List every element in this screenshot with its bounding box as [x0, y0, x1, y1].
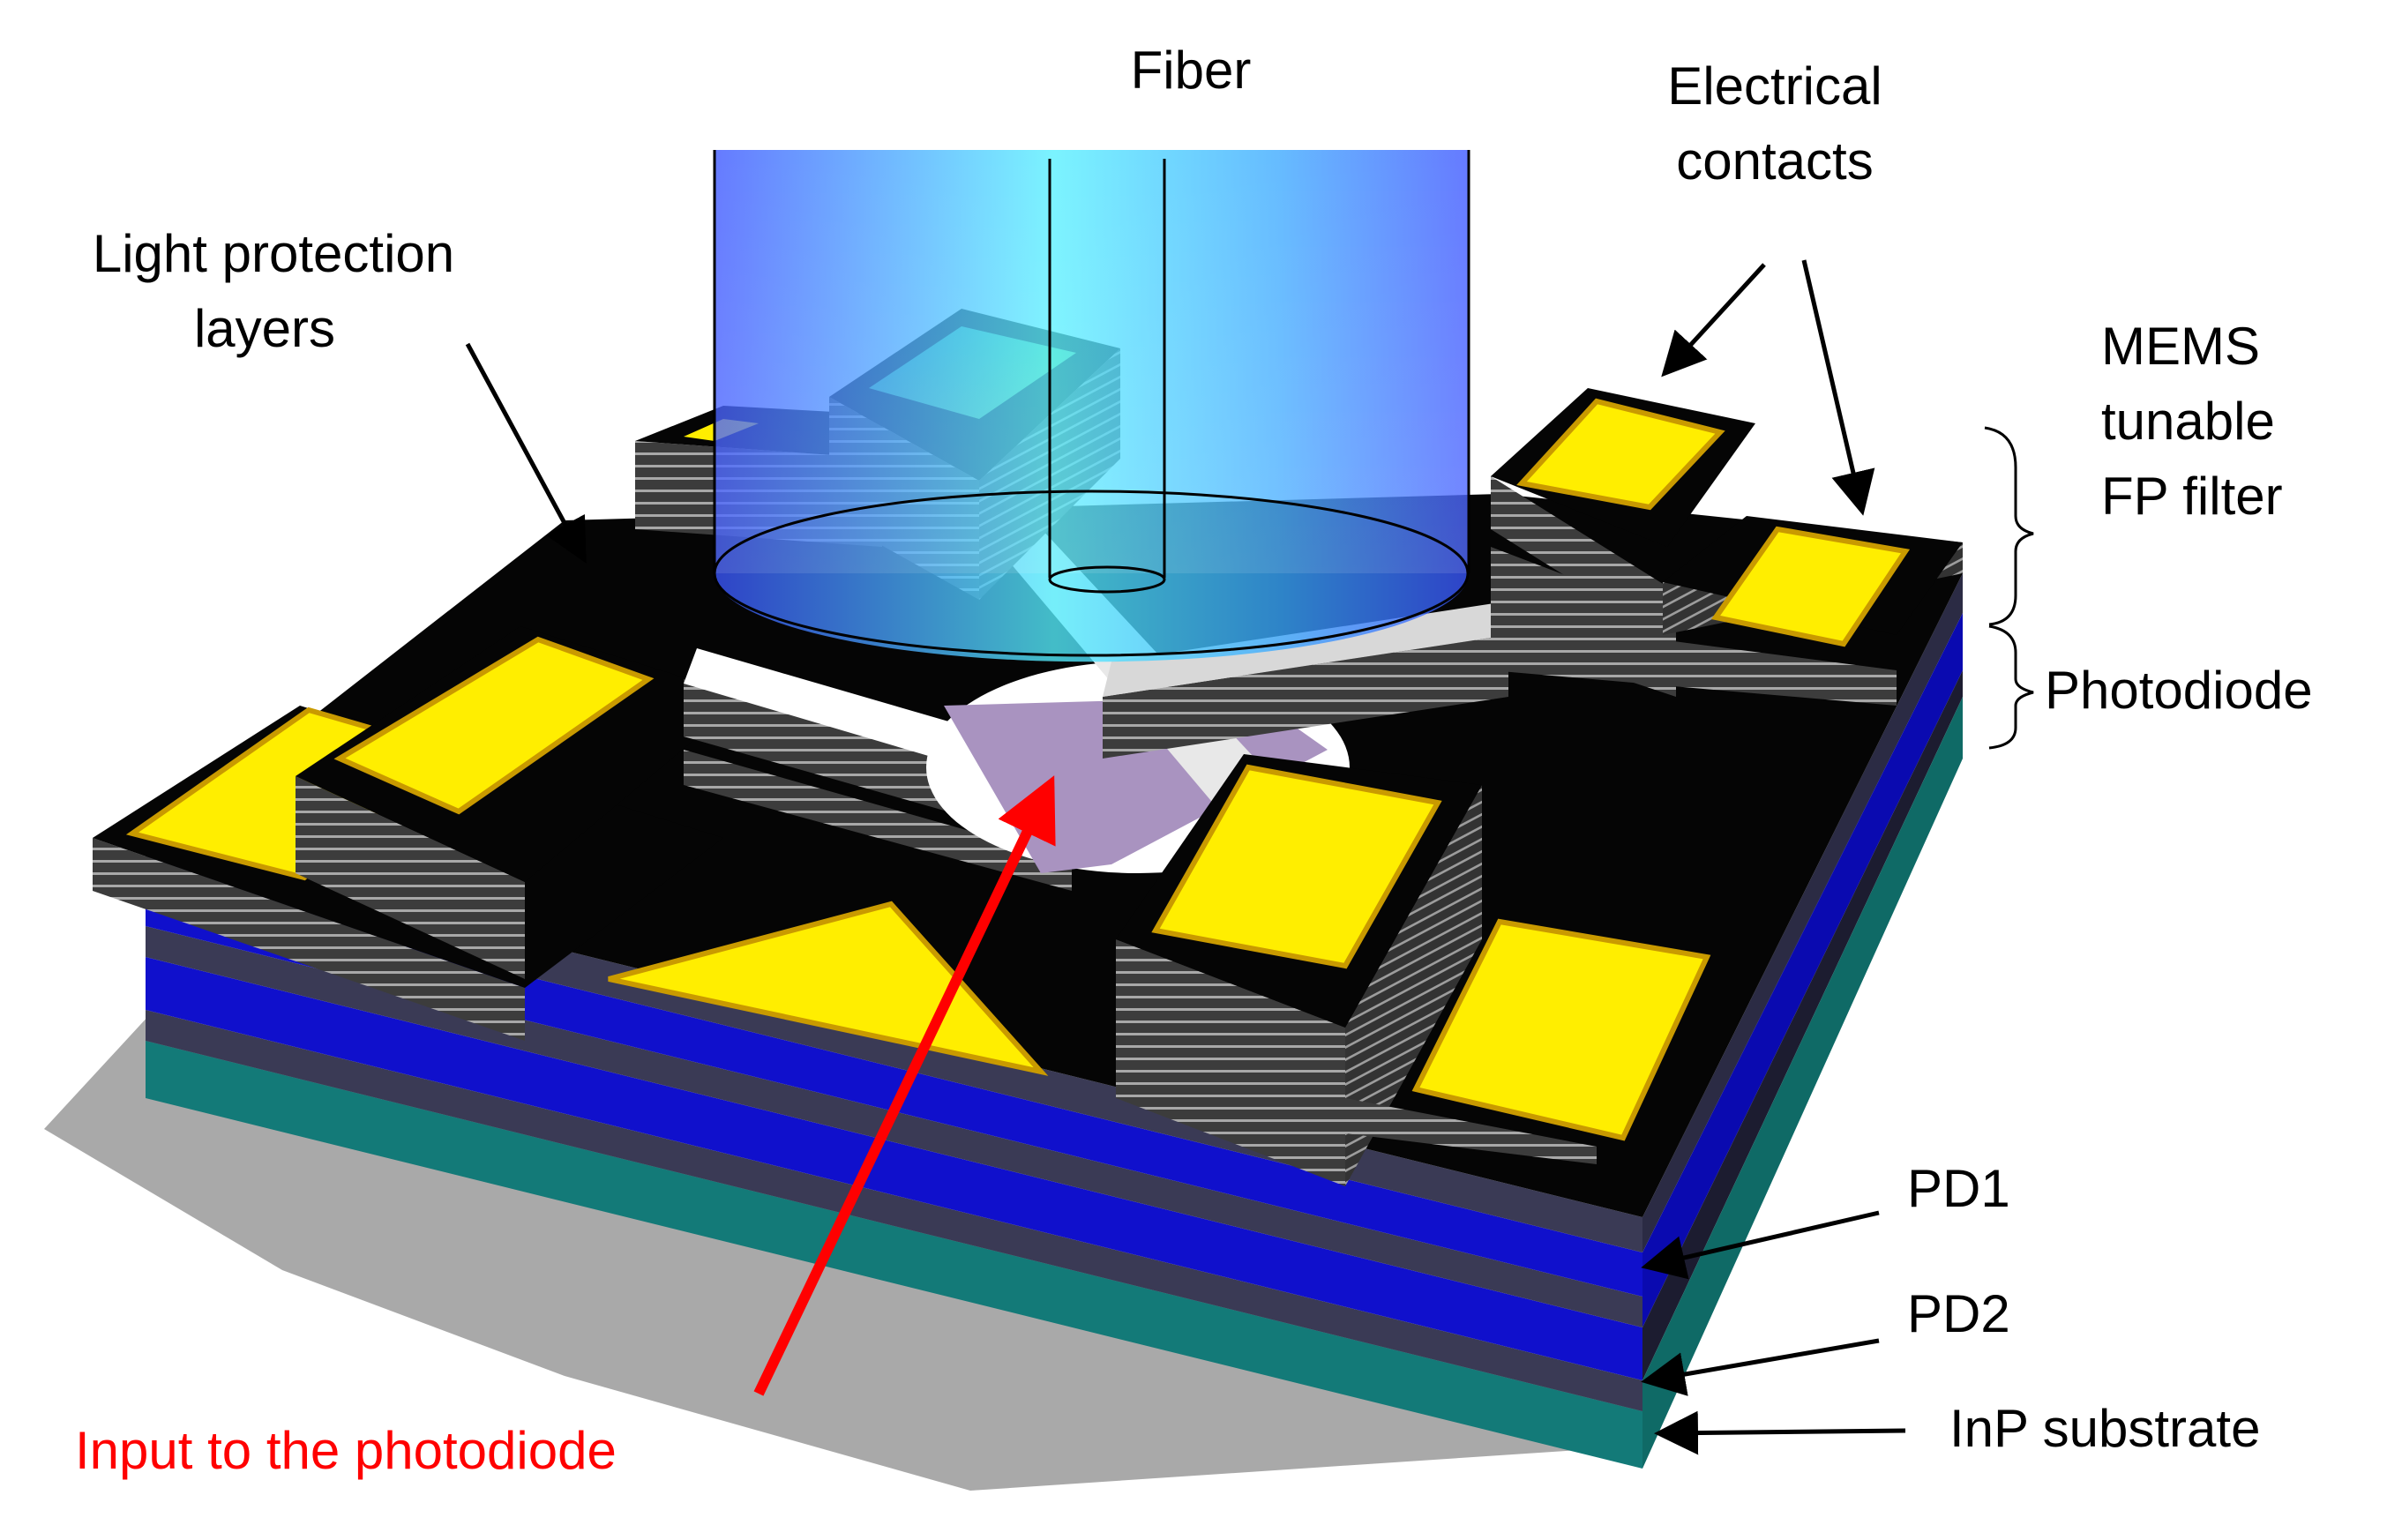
label-electrical-line1: Electrical — [1667, 56, 1882, 116]
label-input: Input to the photodiode — [75, 1421, 617, 1480]
pd2-layer — [146, 957, 1642, 1380]
label-electrical-line2: contacts — [1676, 131, 1873, 191]
stack-left-front — [93, 626, 745, 1041]
label-pd2: PD2 — [1907, 1284, 2010, 1343]
pd2-separator-layer — [146, 1010, 1642, 1411]
arrow-electrical-right — [1801, 259, 1875, 516]
label-mems-line3: FP filter — [2101, 467, 2283, 526]
fiber-core-end — [1048, 565, 1166, 594]
label-light-line1: Light protection — [93, 224, 454, 283]
arrow-pd2 — [1641, 1338, 1880, 1396]
inp-substrate-layer — [146, 1041, 1642, 1469]
label-mems-line2: tunable — [2101, 392, 2275, 451]
stack-right-rear — [1491, 388, 1963, 706]
bracket-photodiode — [1988, 624, 2034, 750]
label-photodiode: Photodiode — [2045, 661, 2313, 720]
stack-right-front — [1116, 754, 1711, 1186]
fiber-cylinder — [713, 150, 1470, 662]
label-inp-substrate: InP substrate — [1949, 1399, 2260, 1458]
arrow-light-protection — [465, 342, 587, 564]
arrow-inp-substrate — [1654, 1410, 1906, 1455]
arrow-pd1 — [1641, 1210, 1880, 1280]
arrow-input — [753, 775, 1056, 1396]
label-fiber: Fiber — [1131, 41, 1252, 100]
label-pd1: PD1 — [1907, 1159, 2010, 1218]
bracket-mems — [1984, 426, 2034, 626]
arrow-electrical-left — [1661, 263, 1766, 378]
label-mems-line1: MEMS — [2101, 317, 2260, 376]
layer-stack-side — [1642, 573, 1963, 1469]
label-light-line2: layers — [194, 299, 335, 358]
filter-arm-right — [1103, 600, 1517, 759]
